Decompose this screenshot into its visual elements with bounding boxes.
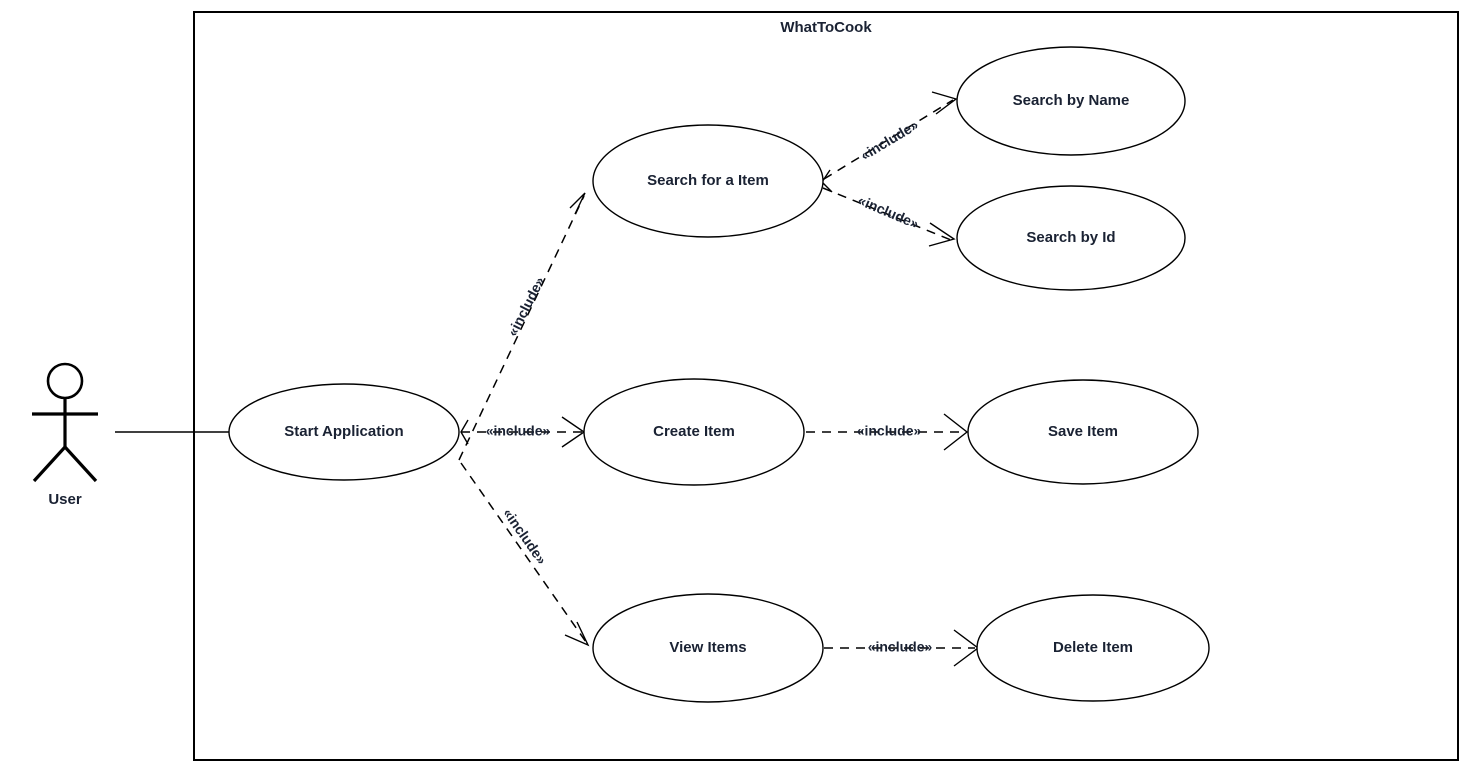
include-line[interactable] (822, 187, 952, 241)
use-case-view-items[interactable]: View Items (592, 593, 824, 703)
include-arrowhead (569, 192, 586, 215)
actor-right-leg-line (63, 445, 98, 483)
use-case-search-for-a-item[interactable]: Search for a Item (592, 124, 824, 238)
system-boundary[interactable]: WhatToCook (193, 11, 1459, 761)
use-case-label: View Items (669, 639, 746, 656)
use-case-label: Search by Id (1026, 229, 1115, 246)
use-case-search-by-id[interactable]: Search by Id (956, 185, 1186, 291)
include-arrowhead (931, 91, 958, 115)
actor-head-icon (46, 362, 84, 400)
system-boundary-title: WhatToCook (780, 19, 872, 36)
use-case-ellipse[interactable] (967, 379, 1199, 485)
include-start-application-to-create-item[interactable]: «include» (460, 416, 586, 448)
use-case-save-item[interactable]: Save Item (967, 379, 1199, 485)
include-arrowhead (564, 621, 590, 647)
include-source-tick (460, 419, 469, 445)
use-case-delete-item[interactable]: Delete Item (976, 594, 1210, 702)
use-case-label: Start Application (284, 423, 403, 440)
use-case-start-application[interactable]: Start Application (228, 383, 460, 481)
system-boundary-rect[interactable] (193, 11, 1459, 761)
use-case-ellipse[interactable] (956, 185, 1186, 291)
use-case-label: Save Item (1048, 423, 1118, 440)
use-case-ellipse[interactable] (583, 378, 805, 486)
include-arrowhead (928, 222, 956, 247)
use-case-ellipse[interactable] (228, 383, 460, 481)
include-create-item-to-save-item[interactable]: «include» (806, 413, 969, 451)
use-case-create-item[interactable]: Create Item (583, 378, 805, 486)
use-case-ellipse[interactable] (956, 46, 1186, 156)
include-arrowhead (943, 413, 969, 451)
use-case-label: Create Item (653, 423, 735, 440)
use-case-ellipse[interactable] (976, 594, 1210, 702)
use-case-label: Search for a Item (647, 172, 769, 189)
include-label: «include» (868, 639, 933, 655)
include-label: «include» (486, 423, 551, 439)
actor-label: User (48, 491, 82, 508)
use-case-search-by-name[interactable]: Search by Name (956, 46, 1186, 156)
actor-user[interactable]: User (32, 362, 98, 508)
include-line[interactable] (458, 195, 585, 461)
use-case-ellipse[interactable] (592, 124, 824, 238)
include-line[interactable] (460, 462, 587, 643)
include-label: «include» (857, 423, 922, 439)
actor-left-leg-line (32, 445, 67, 483)
use-case-label: Delete Item (1053, 639, 1133, 656)
use-case-ellipse[interactable] (592, 593, 824, 703)
use-case-label: Search by Name (1013, 92, 1130, 109)
